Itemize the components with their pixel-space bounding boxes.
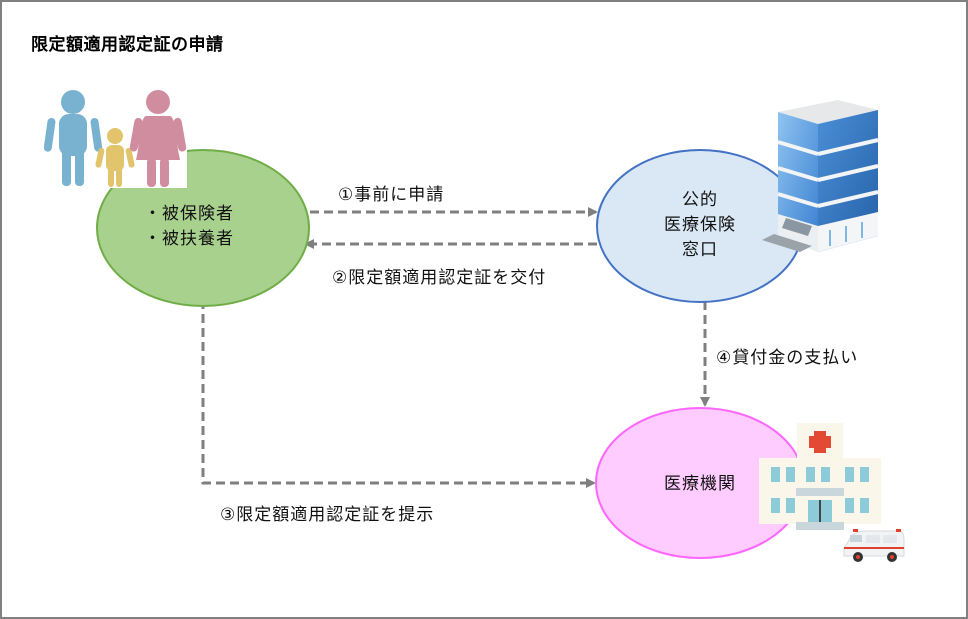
hospital-node-label: 医療機関 <box>640 472 760 497</box>
ambulance-icon <box>843 529 905 562</box>
insurer-node-label: 公的 医療保険 窓口 <box>640 188 760 263</box>
step2-label: ②限定額適用認定証を交付 <box>332 268 547 288</box>
step3-label: ③限定額適用認定証を提示 <box>220 505 435 525</box>
family-icon <box>43 90 187 188</box>
insured-label-line: ・被保険者 <box>144 204 234 224</box>
insurer-label-line: 窓口 <box>682 240 718 260</box>
insured-label-line: ・被扶養者 <box>144 229 234 249</box>
insurer-label-line: 医療保険 <box>664 215 736 235</box>
insured-node-label: ・被保険者 ・被扶養者 <box>140 202 270 252</box>
step1-label: ①事前に申請 <box>338 185 445 205</box>
page-title: 限定額適用認定証の申請 <box>31 35 224 55</box>
step4-label: ④貸付金の支払い <box>716 348 859 368</box>
insurer-label-line: 公的 <box>682 190 718 210</box>
insured-node <box>96 149 310 307</box>
hospital-label-line: 医療機関 <box>664 474 736 494</box>
office-building-icon <box>762 100 879 252</box>
arrow-step3 <box>201 300 596 488</box>
hospital-icon <box>759 423 881 530</box>
